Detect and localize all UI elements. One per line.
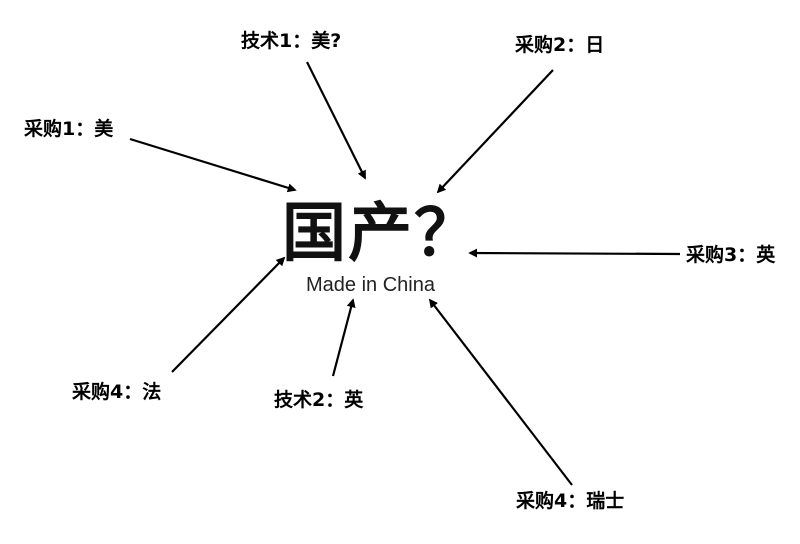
center-title: 国产？ [282,196,480,271]
label-purchase4-ch: 采购4：瑞士 [516,490,625,512]
arrow-purchase3 [468,248,681,258]
arrow-tech1 [306,61,366,180]
arrow-purchase1 [129,137,297,193]
arrow-purchase2 [436,69,554,194]
label-purchase3: 采购3：英 [686,244,776,266]
label-tech2: 技术2：英 [274,389,364,411]
label-purchase2: 采购2：日 [515,34,605,56]
label-purchase4-fr: 采购4：法 [72,381,162,403]
label-tech1: 技术1：美? [241,30,342,52]
arrow-purchase4-ch [428,298,573,486]
arrow-purchase4-fr [171,256,286,373]
center-subtitle: Made in China [306,274,435,296]
label-purchase1: 采购1：美 [24,118,114,140]
arrow-tech2 [331,298,356,377]
